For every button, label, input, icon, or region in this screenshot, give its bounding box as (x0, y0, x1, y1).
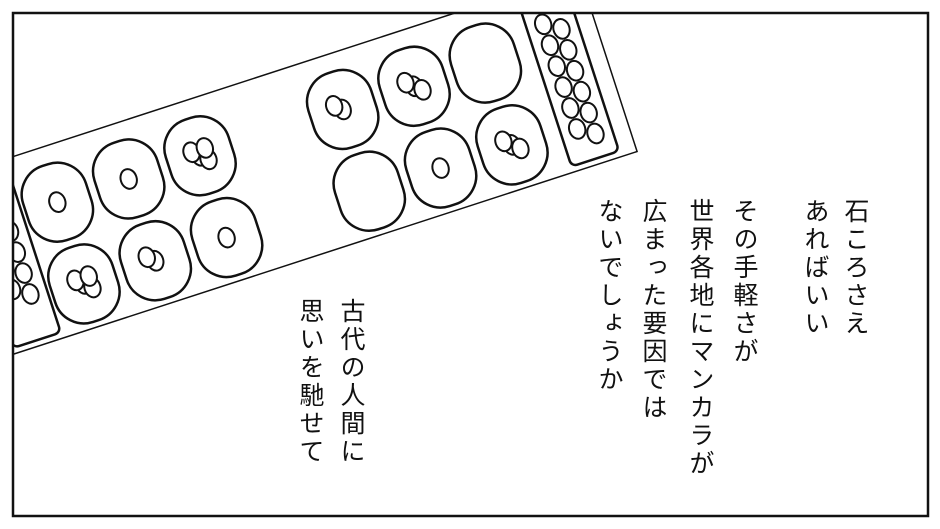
caption-line-1: 石ころさえ (841, 198, 870, 338)
stone (0, 236, 9, 260)
stone (511, 137, 530, 160)
stone (119, 168, 138, 190)
left-store (13, 174, 61, 348)
stone (494, 130, 513, 153)
stone (195, 137, 215, 159)
stone (579, 101, 598, 124)
stone (540, 34, 560, 57)
stone (413, 78, 432, 101)
stone (559, 38, 578, 61)
stone (554, 76, 573, 98)
caption-line-8: 思いを馳せて (296, 298, 325, 466)
caption-line-3: その手軽さが (730, 198, 759, 366)
caption-line-5: 広まった要因では (639, 198, 668, 422)
stone (565, 59, 585, 82)
stone (21, 283, 40, 305)
caption-line-7: 古代の人間に (337, 298, 366, 466)
pit-bottom (332, 150, 407, 232)
mancala-board (0, 13, 639, 379)
stone (0, 215, 2, 239)
stone (567, 118, 587, 140)
pit-top (448, 22, 523, 104)
stone (14, 262, 33, 284)
caption-line-6: ないでしょうか (595, 198, 624, 394)
stone (561, 97, 580, 119)
stone (547, 55, 566, 77)
stone (79, 265, 98, 287)
stone (552, 18, 571, 40)
stone (137, 246, 156, 269)
stone (586, 122, 605, 145)
caption-line-2: あればいい (801, 198, 830, 338)
panel-border (11, 11, 930, 518)
stone (533, 13, 553, 36)
stone (217, 226, 236, 249)
stone (396, 71, 415, 94)
stone (431, 157, 450, 179)
stone (572, 80, 592, 103)
stone (324, 95, 344, 117)
caption-line-4: 世界各地にマンカラが (686, 198, 715, 478)
stone (48, 191, 67, 213)
stone (13, 278, 22, 301)
